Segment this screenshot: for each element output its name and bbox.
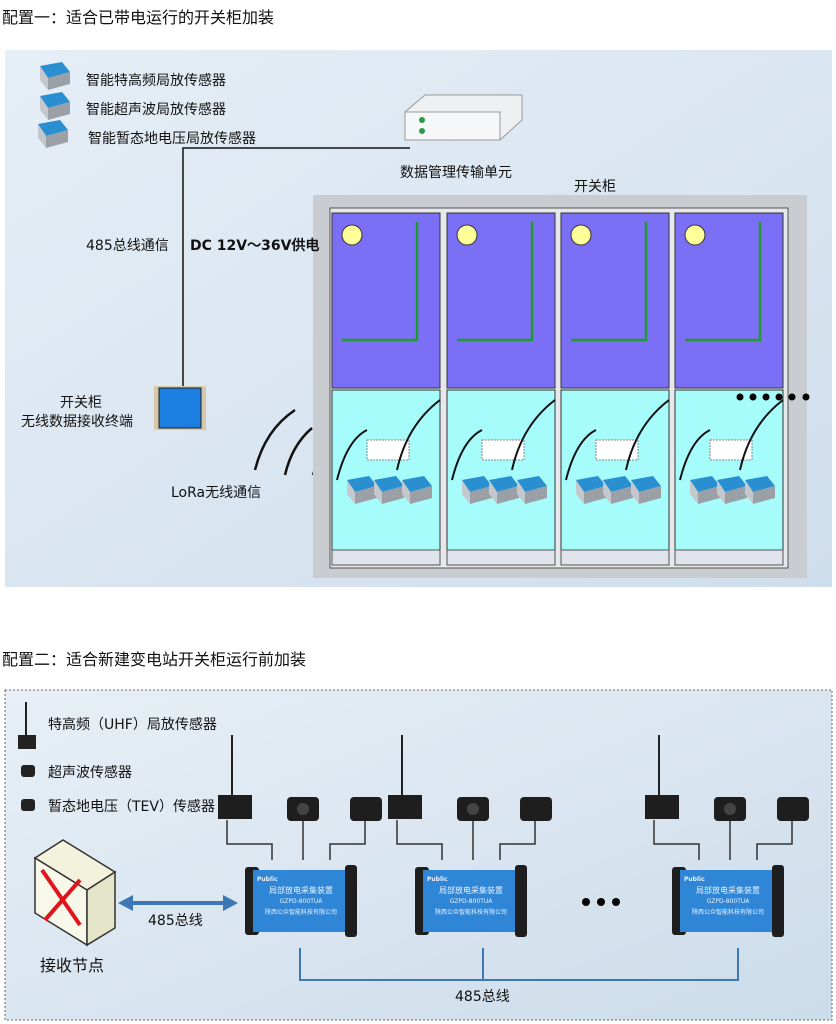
collector-company: 陕西公众智能科技有限公司: [434, 909, 507, 916]
vent-grille: [595, 439, 639, 461]
collector-company: 陕西公众智能科技有限公司: [691, 909, 764, 916]
gauge-icon: [341, 224, 363, 246]
legend-uhf-label: 特高频（UHF）局放传感器: [48, 717, 217, 733]
rs485-bus-line: [299, 948, 739, 981]
legend-tev-icon: [21, 799, 35, 811]
receiver-label: 接收节点: [40, 956, 105, 975]
collector-company: 陕西公众智能科技有限公司: [264, 909, 337, 916]
collector-name: 局部放电采集装置: [439, 886, 503, 895]
wireless-terminal-icon: [154, 386, 206, 430]
uhf-sensor-icon: [218, 795, 252, 819]
collector-device: [680, 870, 775, 932]
gauge-icon: [570, 224, 592, 246]
collector-name: 局部放电采集装置: [269, 886, 333, 895]
more-collectors-dots: [582, 898, 620, 906]
collector-label: Public 局部放电采集装置 GZPD-800TUA 陕西公众智能科技有限公司: [257, 874, 345, 918]
cabinet-4: [674, 212, 784, 566]
terminal-label-1: 开关柜: [60, 395, 102, 411]
collector-name: 局部放电采集装置: [696, 886, 760, 895]
legend-uhf-icon: [18, 702, 36, 749]
tev-sensor-icon: [777, 797, 809, 821]
sensor-label-tev: 智能暂态地电压局放传感器: [88, 131, 256, 147]
rs485-line: [182, 147, 410, 390]
collector-model: GZPD-800TUA: [279, 898, 323, 905]
uhf-sensor-icon: [388, 795, 422, 819]
tev-sensor-icon: [350, 797, 382, 821]
collector-label: Public 局部放电采集装置 GZPD-800TUA 陕西公众智能科技有限公司: [684, 874, 772, 918]
config2-title: 配置二：适合新建变电站开关柜运行前加装: [2, 650, 307, 669]
collector-brand: Public: [684, 876, 705, 883]
config2-panel: [4, 689, 833, 1021]
config1-title: 配置一：适合已带电运行的开关柜加装: [2, 8, 275, 27]
sensor-label-ultrasonic: 智能超声波局放传感器: [86, 102, 226, 118]
cabinet-3: [560, 212, 670, 566]
vent-grille: [366, 439, 410, 461]
collector-group-1: [218, 735, 382, 937]
vent-grille: [709, 439, 753, 461]
legend-ultrasonic-icon: [21, 765, 35, 777]
gauge-icon: [684, 224, 706, 246]
lora-label: LoRa无线通信: [171, 485, 262, 501]
tev-sensor-icon: [520, 797, 552, 821]
vent-grille: [481, 439, 525, 461]
cabinet-label: 开关柜: [574, 179, 616, 195]
power-label: DC 12V～36V供电: [190, 238, 320, 254]
bus-label-left: 485总线: [148, 913, 203, 929]
gauge-icon: [456, 224, 478, 246]
uhf-sensor-icon: [645, 795, 679, 819]
collector-label: Public 局部放电采集装置 GZPD-800TUA 陕西公众智能科技有限公司: [427, 874, 515, 918]
data-unit-label: 数据管理传输单元: [400, 165, 512, 181]
rs485-bidirectional-arrow: [118, 895, 238, 911]
switchgear-cabinets: [331, 212, 784, 566]
cabinet-2: [446, 212, 556, 566]
data-management-unit-icon: [404, 94, 523, 141]
receiver-node-icon: [33, 839, 117, 947]
collector-device: [253, 870, 348, 932]
collector-groups: [218, 735, 809, 937]
terminal-label-2: 无线数据接收终端: [21, 414, 133, 430]
collector-model: GZPD-800TUA: [449, 898, 493, 905]
collector-brand: Public: [427, 876, 448, 883]
legend-ultrasonic-label: 超声波传感器: [48, 765, 132, 781]
collector-device: [423, 870, 518, 932]
more-cabinets-dots: [736, 393, 810, 401]
collector-model: GZPD-800TUA: [706, 898, 750, 905]
collector-group-3: [645, 735, 809, 937]
sensor-label-uhf: 智能特高频局放传感器: [86, 73, 226, 89]
bus-label-bottom: 485总线: [455, 989, 510, 1005]
rs485-label: 485总线通信: [86, 238, 169, 254]
collector-brand: Public: [257, 876, 278, 883]
legend-tev-label: 暂态地电压（TEV）传感器: [48, 799, 215, 815]
cabinet-1: [331, 212, 441, 566]
collector-group-2: [388, 735, 552, 937]
